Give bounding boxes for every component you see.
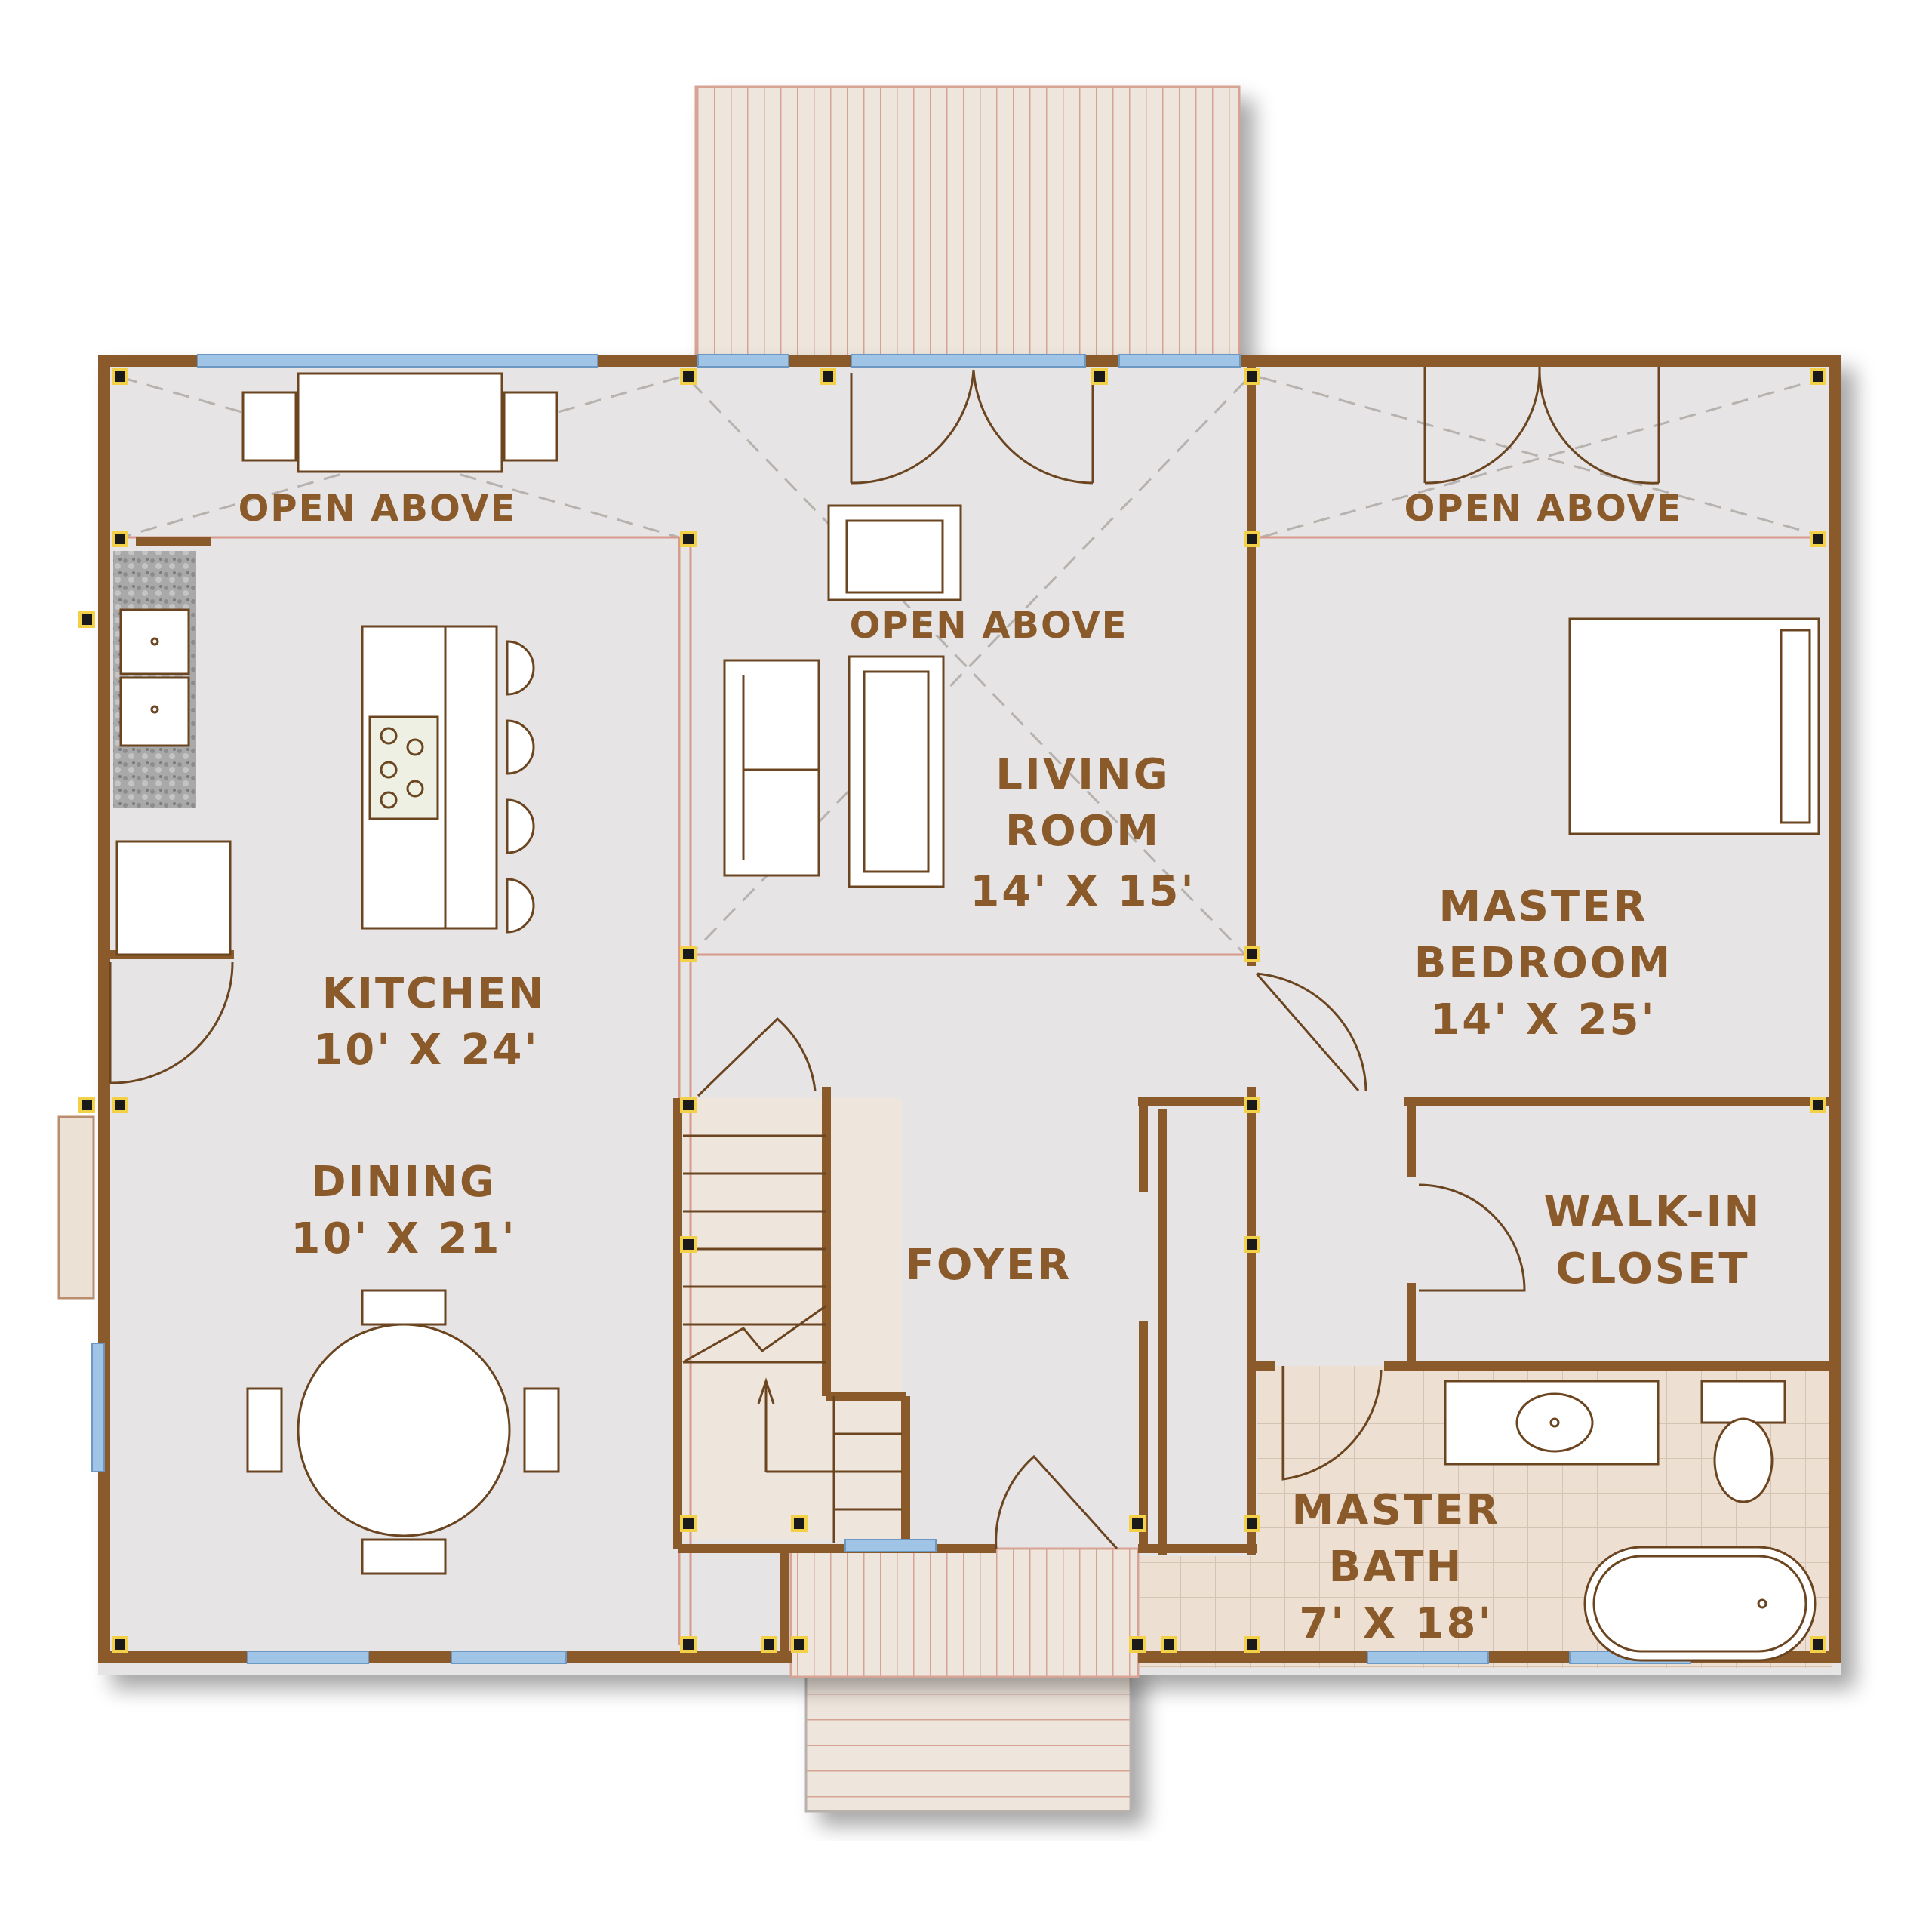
living-room-label-line2: ROOM	[1005, 807, 1161, 856]
master-bedroom-label-line2: BEDROOM	[1414, 939, 1672, 988]
foyer-label: FOYER	[906, 1241, 1072, 1290]
living-furniture	[723, 504, 962, 888]
kitchen-fixtures	[113, 551, 535, 956]
bath-label-line2: BATH	[1329, 1543, 1464, 1592]
back-deck	[694, 85, 1241, 368]
living-room-label-line1: LIVING	[995, 750, 1171, 799]
dining-table	[297, 1323, 511, 1537]
toilet-tank	[1700, 1380, 1786, 1424]
bar-stools	[506, 640, 535, 934]
front-steps	[804, 1659, 1132, 1813]
staircase	[682, 1134, 902, 1543]
dining-label: DINING	[311, 1158, 497, 1207]
sink-basin-1	[119, 608, 190, 675]
open-above-living-label: OPEN ABOVE	[850, 605, 1128, 647]
interior-walls	[106, 367, 1829, 1660]
toilet-bowl	[1713, 1417, 1774, 1503]
cooktop	[368, 715, 439, 820]
bathtub	[1583, 1546, 1817, 1662]
stair-floor	[683, 1098, 902, 1540]
closet-label-line1: WALK-IN	[1544, 1188, 1762, 1237]
closet-label-line2: CLOSET	[1555, 1244, 1749, 1294]
master-bedroom-size: 14' X 25'	[1430, 995, 1656, 1044]
refrigerator	[115, 840, 232, 956]
windows	[57, 354, 1691, 1664]
bed	[1568, 617, 1820, 835]
table-with-benches	[242, 372, 558, 473]
bath-label-line1: MASTER	[1292, 1486, 1501, 1535]
kitchen-size: 10' X 24'	[313, 1026, 539, 1075]
living-room-size: 14' X 15'	[970, 867, 1195, 916]
kitchen-label: KITCHEN	[322, 969, 546, 1018]
dining-set	[246, 1289, 560, 1575]
dining-size: 10' X 21'	[291, 1214, 516, 1263]
front-porch	[789, 1547, 1140, 1678]
doors	[109, 366, 1660, 1550]
open-above-bedroom-label: OPEN ABOVE	[1404, 488, 1683, 530]
sofa	[723, 659, 820, 877]
bath-fixtures	[1444, 1380, 1817, 1662]
posts	[78, 368, 1826, 1653]
bath-floor-tiles-lower	[1140, 1556, 1260, 1668]
master-bedroom-label-line1: MASTER	[1439, 882, 1648, 931]
open-above-kitchen-label: OPEN ABOVE	[238, 488, 517, 530]
bath-size: 7' X 18'	[1299, 1599, 1493, 1648]
room-labels: OPEN ABOVE OPEN ABOVE OPEN ABOVE LIVING …	[238, 488, 1762, 1648]
